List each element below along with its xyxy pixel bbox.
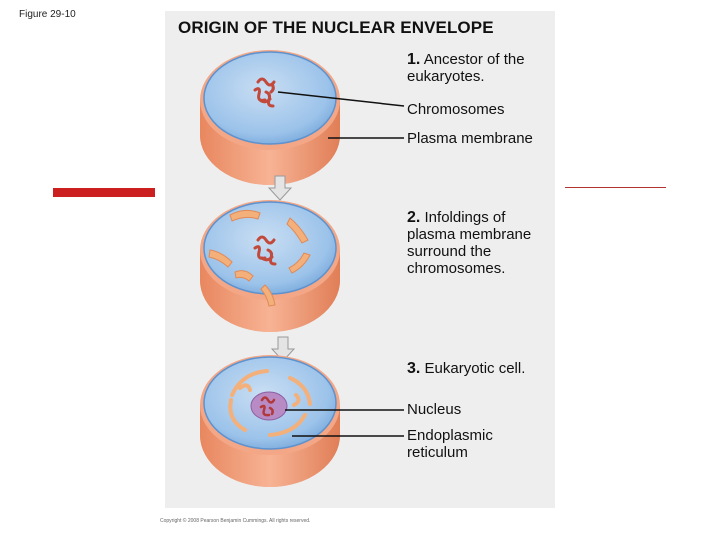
cell-eukaryotic bbox=[200, 355, 340, 487]
label-chromosomes: Chromosomes bbox=[407, 101, 505, 118]
nucleus bbox=[250, 391, 288, 421]
figure-title: ORIGIN OF THE NUCLEAR ENVELOPE bbox=[178, 18, 494, 37]
label-er-line-2: reticulum bbox=[407, 444, 468, 461]
step-arrow bbox=[270, 336, 296, 362]
step-2-line-1: Infoldings of bbox=[424, 209, 506, 226]
accent-line bbox=[565, 187, 666, 188]
label-er: Endoplasmic reticulum bbox=[407, 427, 493, 461]
step-1-label: 1. Ancestor of the eukaryotes. bbox=[407, 51, 525, 85]
step-2-line-3: surround the bbox=[407, 243, 492, 260]
step-arrow bbox=[267, 175, 293, 201]
accent-bar bbox=[53, 188, 155, 197]
figure-caption: Figure 29-10 bbox=[19, 9, 76, 20]
chromosomes-cluster bbox=[259, 396, 276, 417]
step-1-line-1: Ancestor of the bbox=[423, 51, 525, 68]
step-2-number: 2. bbox=[407, 209, 421, 226]
label-nucleus: Nucleus bbox=[407, 401, 462, 418]
label-er-line-1: Endoplasmic bbox=[407, 427, 493, 444]
step-1-number: 1. bbox=[407, 51, 421, 68]
step-3-label: 3. Eukaryotic cell. bbox=[407, 360, 525, 377]
copyright-notice: Copyright © 2008 Pearson Benjamin Cummin… bbox=[160, 518, 311, 524]
membrane-infoldings bbox=[208, 209, 311, 307]
chromosomes-cluster bbox=[253, 235, 277, 266]
step-3-number: 3. bbox=[407, 360, 421, 377]
step-3-line-1: Eukaryotic cell. bbox=[424, 360, 526, 377]
cell-infolding bbox=[200, 200, 340, 332]
step-2-line-2: plasma membrane bbox=[407, 226, 532, 243]
leader-chromosomes bbox=[277, 91, 405, 107]
chromosomes-cluster bbox=[253, 77, 276, 108]
step-2-label: 2. Infoldings of plasma membrane surroun… bbox=[407, 209, 531, 277]
step-2-line-4: chromosomes. bbox=[407, 260, 506, 277]
label-plasma-membrane: Plasma membrane bbox=[407, 130, 533, 147]
cell-ancestor bbox=[200, 50, 340, 185]
cytoplasm bbox=[203, 201, 337, 295]
leader-lines bbox=[277, 91, 405, 437]
endoplasmic-reticulum-folds bbox=[228, 369, 312, 437]
step-1-line-2: eukaryotes. bbox=[407, 68, 485, 85]
